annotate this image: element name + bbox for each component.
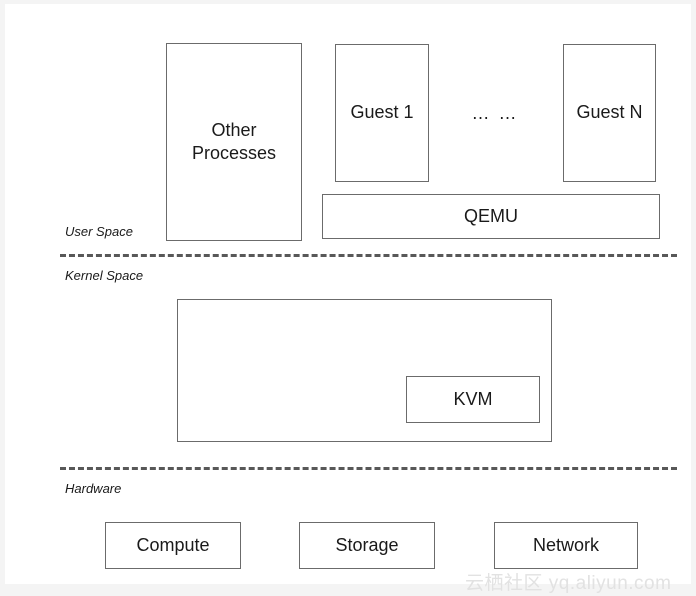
zone-label-kernel-space: Kernel Space [65, 268, 144, 283]
diagram-sheet: Other Processes Guest 1 … … Guest N QEMU… [5, 4, 691, 594]
box-kvm: KVM [406, 376, 540, 423]
box-other-processes: Other Processes [166, 43, 302, 241]
divider-kernel-hardware [60, 467, 677, 470]
box-storage: Storage [299, 522, 435, 569]
zone-label-hardware: Hardware [65, 481, 122, 496]
box-guest-n: Guest N [563, 44, 656, 182]
box-compute: Compute [105, 522, 241, 569]
box-network: Network [494, 522, 638, 569]
box-guest-1: Guest 1 [335, 44, 429, 182]
zone-label-user-space: User Space [65, 224, 133, 239]
box-qemu: QEMU [322, 194, 660, 239]
guest-ellipsis-label: … … [471, 103, 519, 123]
watermark: 云栖社区 yq.aliyun.com [465, 573, 672, 594]
divider-user-kernel [60, 254, 677, 257]
